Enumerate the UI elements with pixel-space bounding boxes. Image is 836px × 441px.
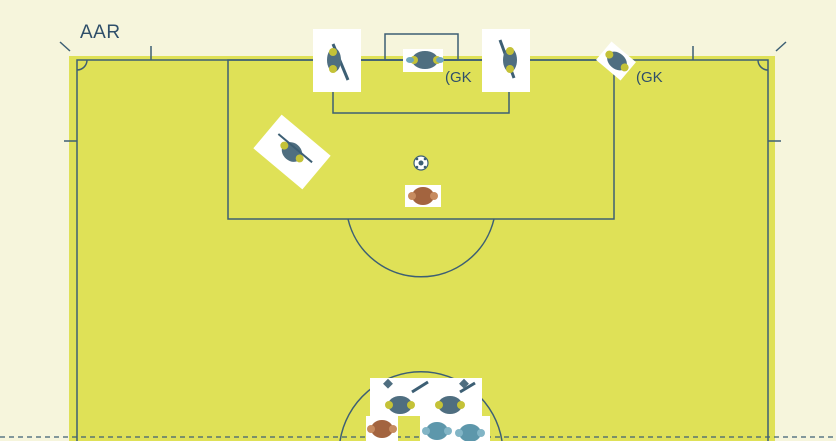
ball-icon [414,156,428,170]
gk-label: (GK [445,69,472,86]
gk-label: (GK [636,69,663,86]
diagram-title: AAR [80,22,121,44]
